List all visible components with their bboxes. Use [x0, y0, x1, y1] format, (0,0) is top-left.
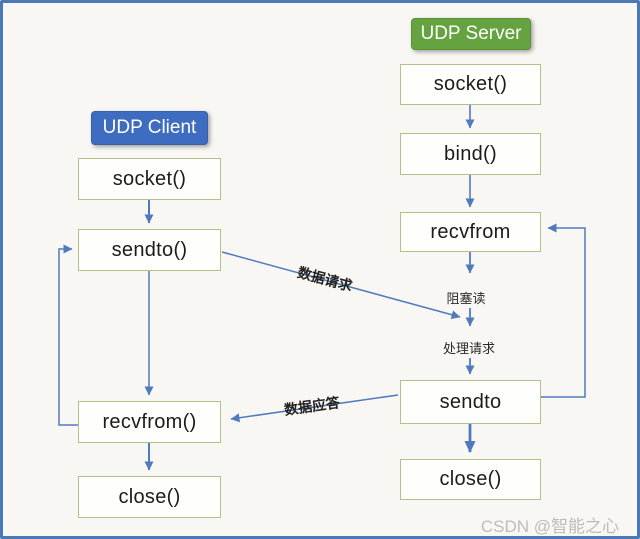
server-header-badge: UDP Server — [411, 18, 531, 50]
arrow-client-recvfrom-to-sendto-loop — [58, 244, 78, 426]
server-step-sendto: sendto — [400, 380, 541, 424]
server-step-bind: bind() — [400, 133, 541, 175]
client-step-close: close() — [78, 476, 221, 518]
client-header-badge: UDP Client — [91, 111, 208, 145]
label-blocking-read: 阻塞读 — [446, 291, 486, 306]
server-step-socket: socket() — [400, 64, 541, 105]
arrow-server-sendto-to-recvfrom-loop — [541, 223, 586, 398]
watermark: CSDN @智能之心 — [480, 517, 619, 536]
label-process-request: 处理请求 — [442, 341, 495, 356]
client-step-recvfrom: recvfrom() — [78, 401, 221, 443]
client-step-sendto: sendto() — [78, 229, 221, 271]
label-data-reply: 数据应答 — [283, 394, 341, 418]
label-data-request: 数据请求 — [295, 264, 355, 294]
client-step-socket: socket() — [78, 158, 221, 200]
server-step-recvfrom: recvfrom — [400, 212, 541, 252]
server-step-close: close() — [400, 459, 541, 500]
